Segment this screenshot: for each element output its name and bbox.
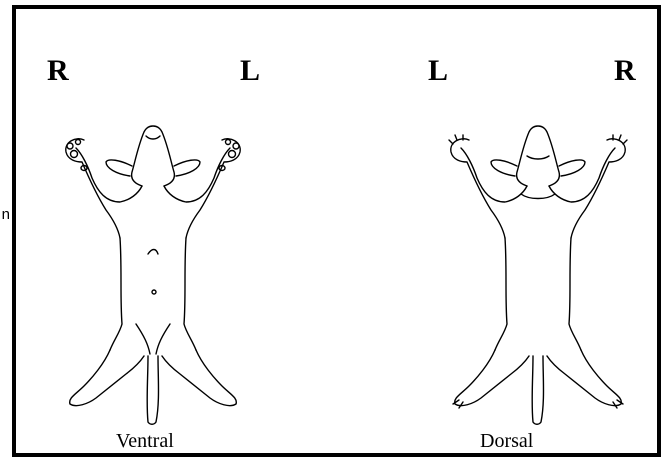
cut-off-side-text: n <box>0 206 10 224</box>
ventral-rat-figure <box>40 118 270 428</box>
dorsal-left-side-label: L <box>428 56 448 86</box>
dorsal-rat-figure <box>425 118 655 428</box>
dorsal-caption: Dorsal <box>480 430 533 452</box>
ventral-caption: Ventral <box>116 430 174 452</box>
dorsal-right-side-label: R <box>614 56 636 86</box>
ventral-left-side-label: L <box>240 56 260 86</box>
ventral-right-side-label: R <box>47 56 69 86</box>
